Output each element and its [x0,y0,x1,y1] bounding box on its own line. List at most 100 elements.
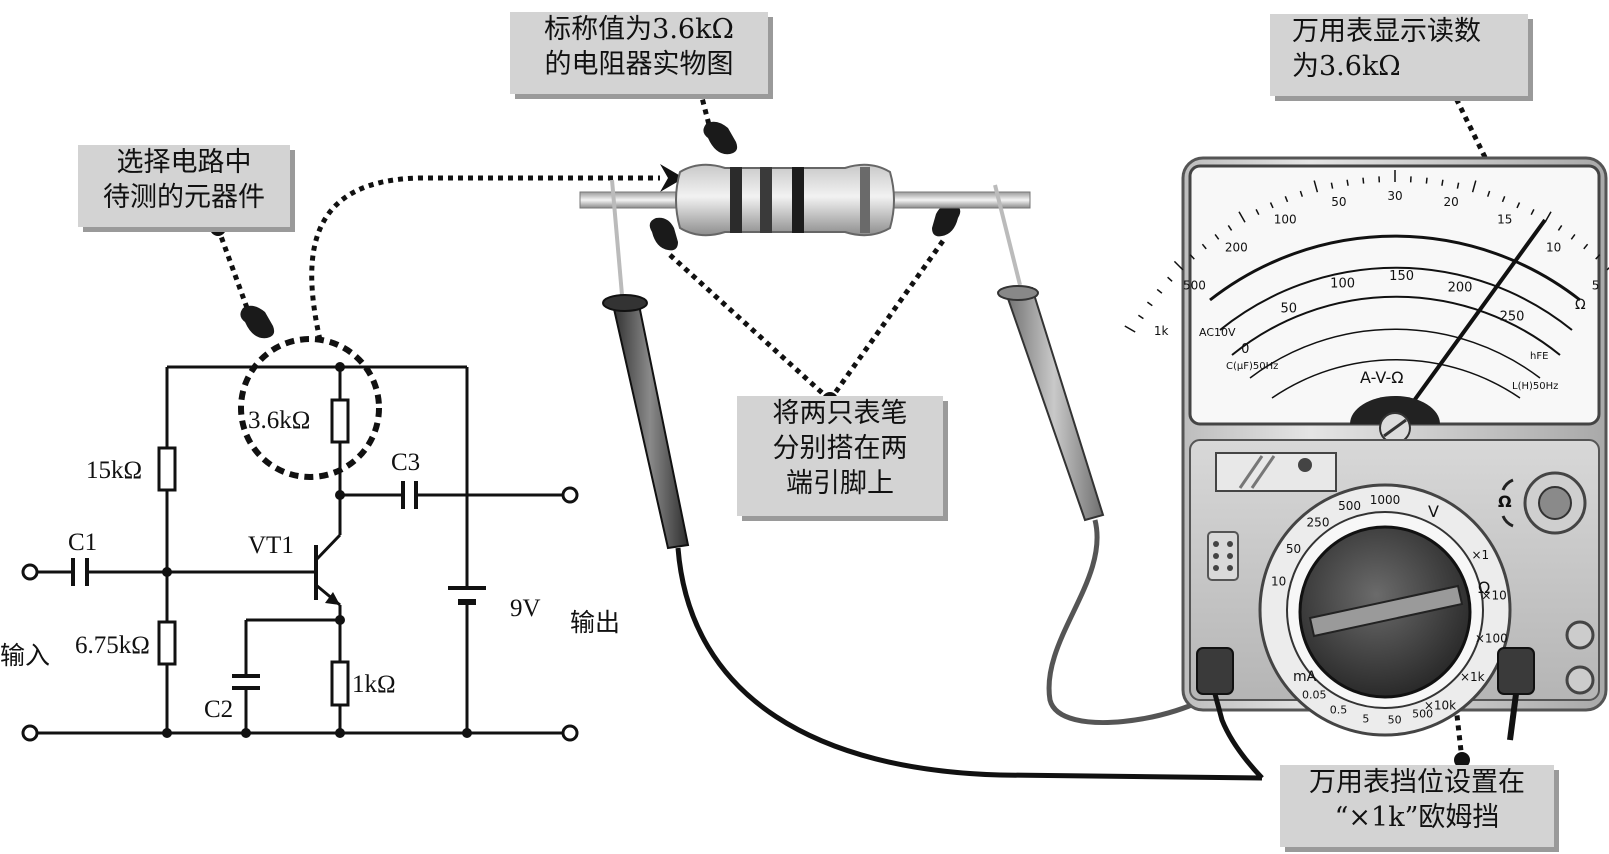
pointing-hand-icon [703,121,738,155]
dial-current-label: 0.5 [1330,704,1348,717]
label-battery: 9V [510,595,541,622]
label-c3: C3 [391,449,421,476]
label-r-collector: 3.6kΩ [248,407,311,434]
circuit-terminals [21,486,579,742]
callout-line: 万用表挡位设置在 [1309,767,1525,798]
resistor-1k [330,660,350,707]
meter-scale-label: 200 [1225,241,1248,255]
pointing-hand-icon [932,203,961,237]
pointing-hand-icon [649,217,678,251]
meter-label-ind: L(H)50Hz [1512,381,1559,392]
dial-voltage-label: 1000 [1370,493,1401,507]
dial-voltage-label: 10 [1271,575,1286,589]
resistor-photo [579,163,1031,237]
selection-highlight-circle [238,336,382,480]
meter-label-cap: C(μF)50Hz [1226,361,1279,372]
multimeter [1124,156,1609,780]
callout-line: 将两只表笔 [772,398,908,429]
com-jack[interactable] [1196,647,1234,695]
callout-line: 标称值为3.6kΩ [544,14,734,45]
label-c1: C1 [68,529,98,556]
circuit-components [157,398,350,707]
meter-scale-label: 20 [1443,195,1458,209]
callout-line: 待测的元器件 [103,182,265,213]
meter-scale-label: 10 [1546,241,1561,255]
callout-line: 选择电路中 [116,147,252,178]
meter-scale-label: 500 [1183,278,1206,292]
dial-current-label: 500 [1412,707,1433,720]
meter-scale-label: 50 [1281,302,1298,317]
ground-terminal-right [561,724,579,742]
label-r-bias-top: 15kΩ [86,457,143,484]
callout-line: 万用表显示读数 [1292,16,1481,47]
dial-range-label: ×1k [1460,670,1485,684]
input-terminal [21,563,39,581]
leader-arrowhead [660,164,684,192]
meter-scale-label: 100 [1330,276,1355,291]
ground-terminal-left [21,724,39,742]
dial-range-label: ×1 [1471,548,1489,562]
meter-scale-label: 250 [1500,309,1525,324]
resistor-band [730,167,742,233]
dial-voltage-label: 500 [1338,499,1361,513]
meter-label-hfe: hFE [1530,351,1549,362]
resistor-3-6k [330,398,350,444]
dial-current-label: 50 [1388,714,1402,727]
meter-scale-label: 1k [1154,324,1169,338]
dial-voltage-label: 250 [1307,516,1330,530]
knob-label-ohm: Ω [1498,492,1512,511]
range-selector-pointer [1308,584,1464,638]
dial-current-label: 0.05 [1302,688,1327,701]
dial-range-label: ×10 [1481,589,1506,603]
pointing-hand-icon [240,305,275,339]
emitter-arrow [325,592,340,605]
meter-scale-label: 30 [1387,189,1402,203]
hfe-socket [1207,531,1239,581]
meter-scale-label: 150 [1389,269,1414,284]
meter-label-ac10v: AC10V [1199,326,1236,339]
dial-current-label: 5 [1362,712,1369,725]
callout-line: 的电阻器实物图 [544,49,734,80]
callout-line: 为3.6kΩ [1292,51,1401,82]
red-test-probe [993,184,1217,726]
plus-jack[interactable] [1497,647,1535,695]
callout-range-setting: 万用表挡位设置在 “×1k”欧姆挡 [1280,765,1554,847]
callout-select-component: 选择电路中 待测的元器件 [78,145,290,227]
label-input: 输入 [0,641,51,670]
label-c2: C2 [204,696,234,723]
resistor-band [792,167,804,233]
meter-needle [1398,218,1547,422]
dial-label-ohm: Ω [1478,578,1491,597]
junction-dots [162,362,472,738]
dial-voltage-label: 50 [1286,542,1301,556]
output-terminal [561,486,579,504]
resistor-band [860,167,870,233]
callout-line: 分别搭在两 [772,433,908,464]
resistor-15k [157,446,177,492]
dial-range-label: ×100 [1475,632,1508,646]
high-current-jack[interactable] [1565,665,1595,695]
dial-range-label: ×10k [1424,698,1456,712]
black-test-probe [602,179,1263,781]
label-transistor: VT1 [248,532,294,559]
meter-window [1215,452,1337,492]
high-voltage-jack[interactable] [1565,620,1595,650]
meter-scale-label: 15 [1497,212,1512,226]
callout-resistor-photo: 标称值为3.6kΩ 的电阻器实物图 [510,12,768,94]
meter-label-center: A-V-Ω [1360,368,1404,387]
meter-scale-label: 200 [1448,281,1473,296]
label-r-emitter: 1kΩ [352,671,396,698]
dial-label-v: V [1428,502,1439,521]
resistor-6-75k [157,620,177,666]
meter-label-ohm: Ω [1575,297,1586,313]
callout-line: 端引脚上 [786,468,894,499]
dial-label-ma: mA [1293,669,1317,685]
callout-meter-reading: 万用表显示读数 为3.6kΩ [1270,14,1528,96]
callout-probe-instruction: 将两只表笔 分别搭在两 端引脚上 [737,396,943,516]
resistor-band [760,167,772,233]
meter-scale-label: 50 [1331,195,1346,209]
callout-line: “×1k”欧姆挡 [1334,802,1500,833]
label-output: 输出 [570,608,621,637]
label-r-bias-bottom: 6.75kΩ [75,632,150,659]
meter-scale-label: 100 [1274,212,1297,226]
